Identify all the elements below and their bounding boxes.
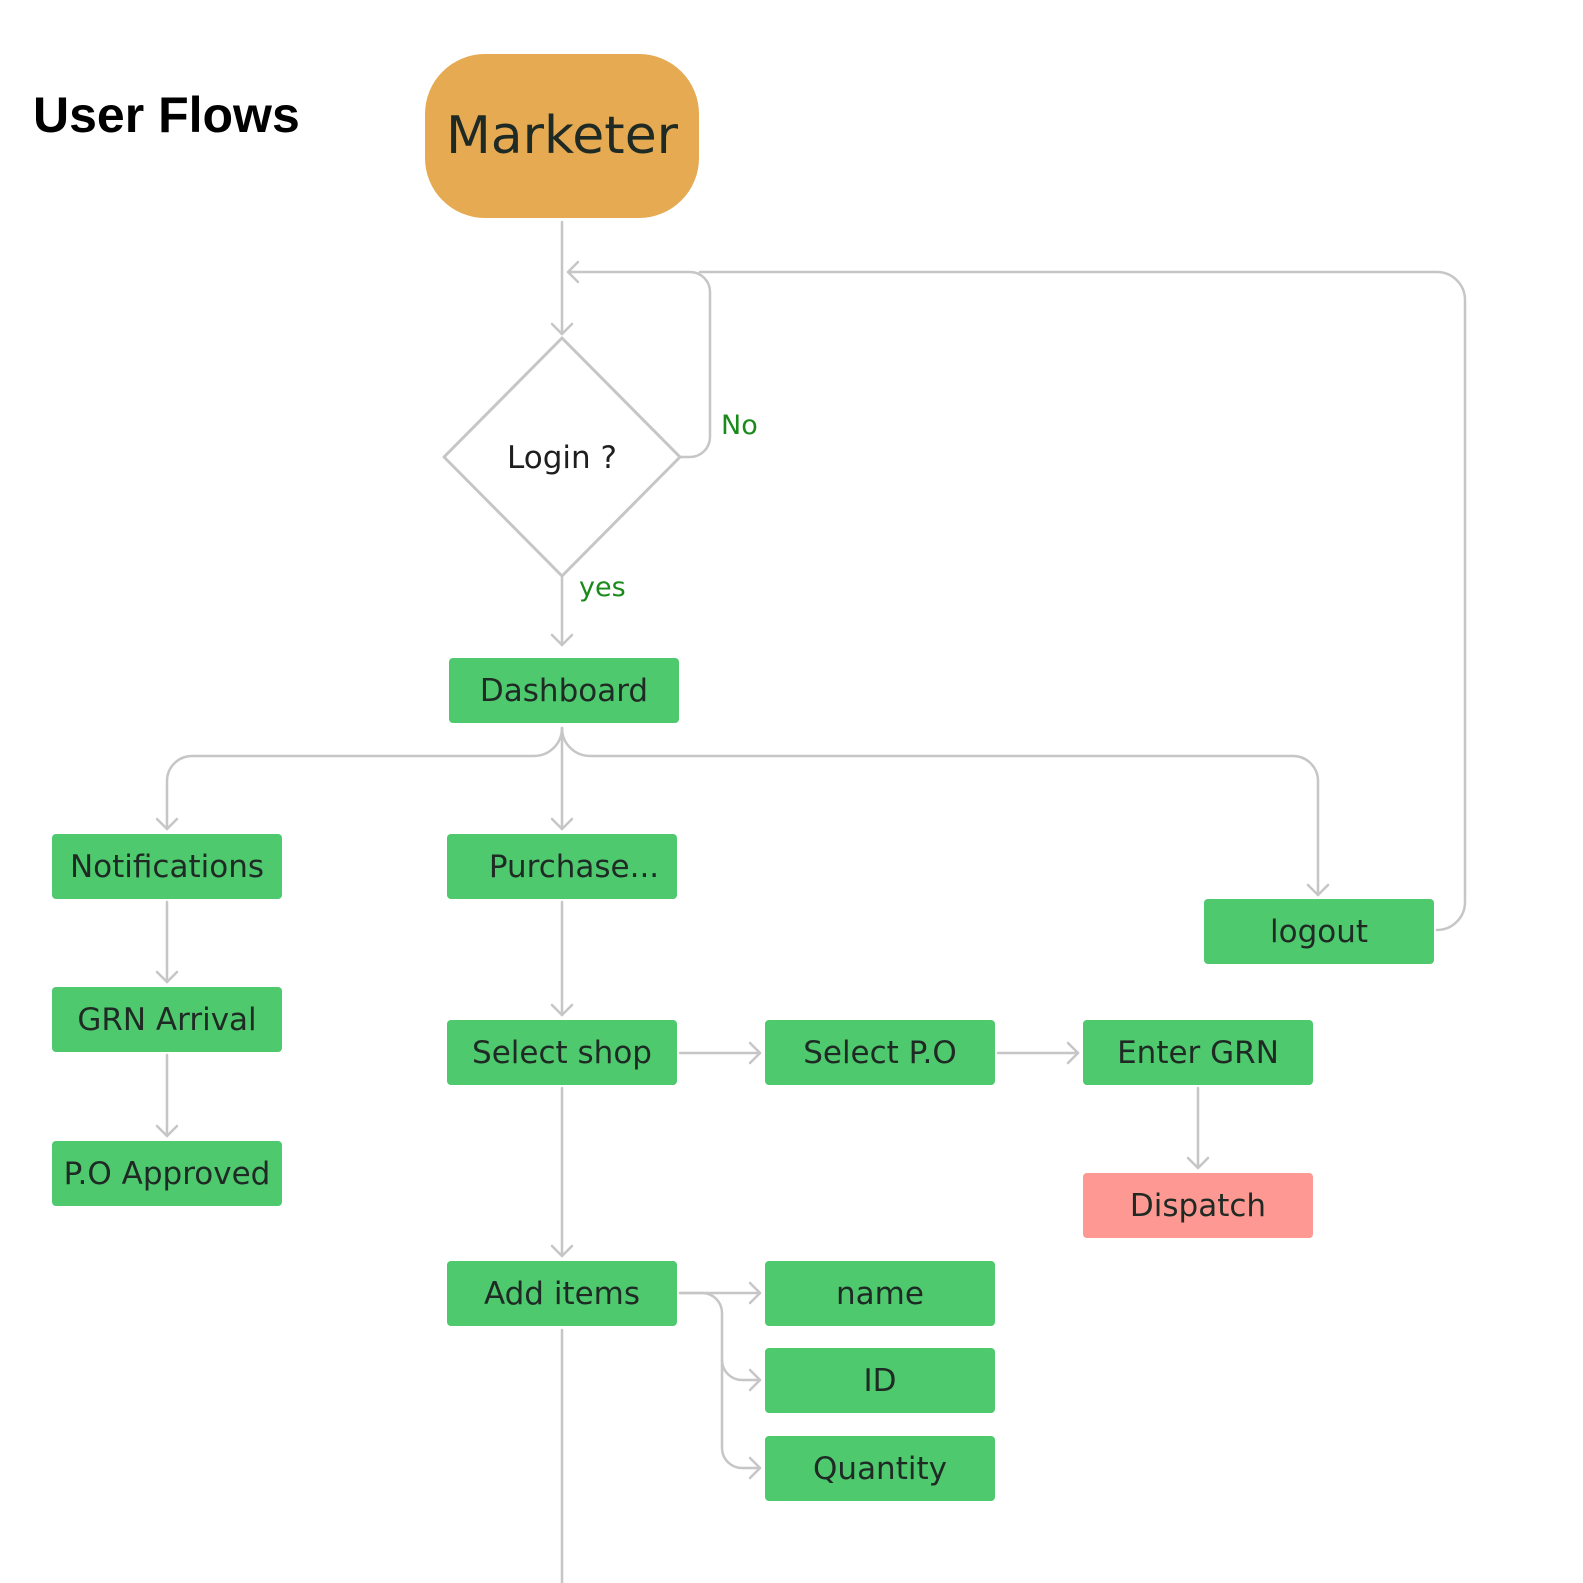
arrowhead (550, 1003, 574, 1017)
connector-logout-loop (698, 270, 1467, 932)
edge-label-yes: yes (579, 572, 626, 603)
page-title: User Flows (33, 87, 300, 143)
add-items-node[interactable]: Add items (447, 1261, 677, 1326)
arrowhead (1186, 1156, 1210, 1170)
arrowhead (550, 633, 574, 647)
grn-arrival-node[interactable]: GRN Arrival (52, 987, 282, 1052)
purchase-node[interactable]: Purchase... (447, 834, 677, 899)
arrowhead (1066, 1041, 1080, 1065)
arrowhead (748, 1368, 762, 1392)
po-approved-node[interactable]: P.O Approved (52, 1141, 282, 1206)
name-node[interactable]: name (765, 1261, 995, 1326)
quantity-node[interactable]: Quantity (765, 1436, 995, 1501)
arrowhead (748, 1281, 762, 1305)
enter-grn-node[interactable]: Enter GRN (1083, 1020, 1313, 1085)
select-shop-node[interactable]: Select shop (447, 1020, 677, 1085)
logout-node[interactable]: logout (1204, 899, 1434, 964)
arrowhead (550, 817, 574, 831)
connector-additems-quantity (720, 1358, 762, 1470)
arrowhead (748, 1041, 762, 1065)
login-decision-label: Login ? (507, 440, 617, 476)
arrowhead (155, 1124, 179, 1138)
arrowhead (550, 1244, 574, 1258)
notifications-node[interactable]: Notifications (52, 834, 282, 899)
marketer-start-node[interactable]: Marketer (425, 54, 699, 218)
arrowhead (155, 970, 179, 984)
connector-dashboard-notifications (165, 726, 564, 831)
arrowhead (155, 817, 179, 831)
dispatch-node[interactable]: Dispatch (1083, 1173, 1313, 1238)
arrowhead (748, 1456, 762, 1480)
connector-dashboard-logout (560, 726, 1320, 897)
arrowhead (566, 260, 580, 284)
edge-label-no: No (721, 410, 758, 441)
id-node[interactable]: ID (765, 1348, 995, 1413)
select-po-node[interactable]: Select P.O (765, 1020, 995, 1085)
dashboard-node[interactable]: Dashboard (449, 658, 679, 723)
connector-additems-id (678, 1291, 762, 1382)
connector-login-no-loop (566, 270, 712, 459)
login-decision-diamond (442, 336, 682, 578)
arrowhead (550, 322, 574, 336)
arrowhead (1306, 883, 1330, 897)
